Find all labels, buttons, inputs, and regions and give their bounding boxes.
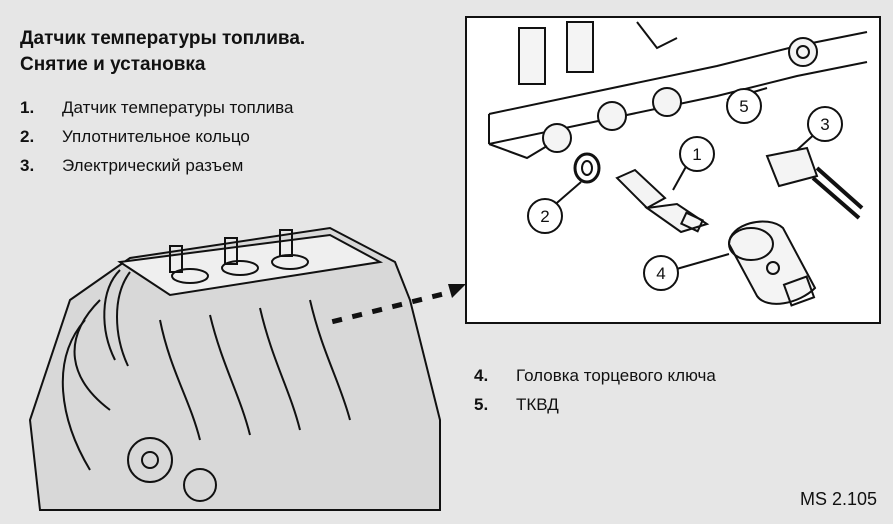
legend-item: 2. Уплотнительное кольцо [20, 122, 293, 151]
title-line-1: Датчик температуры топлива. [20, 28, 306, 49]
legend-text: Уплотнительное кольцо [62, 127, 250, 146]
legend-text: Электрический разъем [62, 156, 244, 175]
legend-number: 3. [20, 156, 35, 175]
legend-text: Датчик температуры топлива [62, 98, 294, 117]
callout-2: 2 [540, 207, 549, 226]
legend-item: 1. Датчик температуры топлива [20, 93, 293, 122]
legend-number: 5. [474, 395, 489, 414]
title-line-2: Снятие и установка [20, 54, 206, 75]
legend-text: Головка торцевого ключа [516, 366, 716, 385]
legend-item: 3. Электрический разъем [20, 151, 293, 180]
legend-number: 4. [474, 366, 489, 385]
legend-text: ТКВД [516, 395, 559, 414]
callout-1: 1 [692, 145, 701, 164]
figure-code: MS 2.105 [799, 489, 877, 509]
detail-inset: 1 2 3 4 5 [465, 16, 881, 324]
callout-5: 5 [739, 97, 748, 116]
legend-right: 4. Головка торцевого ключа 5. ТКВД [474, 361, 716, 419]
legend-item: 4. Головка торцевого ключа [474, 361, 716, 390]
callout-3: 3 [820, 115, 829, 134]
detail-drawing: 1 2 3 4 5 [488, 21, 868, 307]
legend-number: 1. [20, 98, 35, 117]
legend-left: 1. Датчик температуры топлива 2. Уплотните… [20, 93, 293, 180]
callout-4: 4 [656, 264, 665, 283]
legend-number: 2. [20, 127, 35, 146]
legend-item: 5. ТКВД [474, 390, 716, 419]
figure-title: Датчик температуры топлива. Снятие и уст… [20, 26, 305, 78]
